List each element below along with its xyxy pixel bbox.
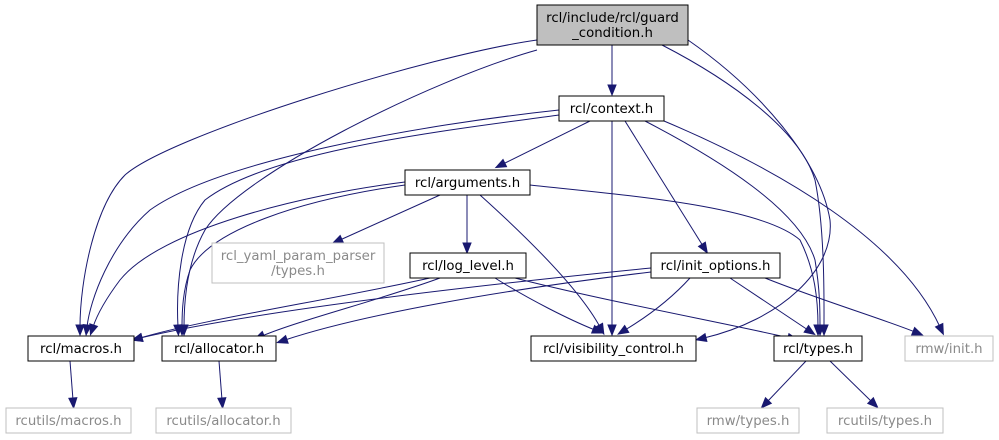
node-label: rcl_yaml_param_parser [221,249,376,264]
node-label: rcutils/macros.h [15,414,121,429]
edge-context-to-rmw-init [663,120,944,336]
edge-log-level-to-types [514,277,800,343]
node-label: _condition.h [571,26,653,41]
edge-context-to-macros [82,109,560,337]
node-label: rcutils/types.h [838,414,932,429]
edge-log-level-to-visibility [494,277,604,334]
node-context[interactable]: rcl/context.h [558,95,665,122]
edge-guard-condition-to-context [607,45,617,97]
node-label: rcl/allocator.h [174,342,264,357]
edge-arguments-to-log-level [462,195,472,255]
edge-guard-condition-to-visibility [687,39,831,343]
node-label: rcl/macros.h [40,342,122,357]
node-rcutils-types: rcutils/types.h [826,407,944,434]
node-rcutils-macros: rcutils/macros.h [5,407,132,434]
edge-types-to-rcutils-types [829,360,879,409]
node-label: rcl/init_options.h [661,259,771,274]
node-allocator[interactable]: rcl/allocator.h [161,335,277,362]
edge-init-options-to-types [729,277,816,336]
node-label: rcl/types.h [783,342,853,357]
node-label: rmw/types.h [707,414,790,429]
node-macros[interactable]: rcl/macros.h [27,335,135,362]
edge-guard-condition-to-macros [75,39,538,337]
edge-init-options-to-macros [130,267,652,343]
node-rcutils-allocator: rcutils/allocator.h [155,407,292,434]
node-init-options[interactable]: rcl/init_options.h [650,252,781,279]
node-label: rcl/visibility_control.h [543,342,684,357]
edge-arguments-to-yaml-types [331,194,441,244]
edge-types-to-rmw-types [760,360,807,409]
node-label: rcl/context.h [570,102,653,117]
node-yaml-types: rcl_yaml_param_parser/types.h [211,242,385,284]
edge-init-options-to-visibility [616,277,691,335]
node-log-level[interactable]: rcl/log_level.h [409,252,527,279]
nodes-layer: rcl/include/rcl/guard_condition.h rcl/con… [5,4,994,434]
node-label: /types.h [271,264,325,279]
node-label: rcl/log_level.h [422,259,514,274]
node-label: rcl/include/rcl/guard [546,11,679,26]
edge-arguments-to-types [529,184,823,337]
edge-init-options-to-allocator [276,271,652,344]
edge-init-options-to-rmw-init [764,277,924,336]
edge-macros-to-rcutils-macros [68,360,78,410]
edges-layer [68,39,944,410]
edge-guard-condition-to-types [661,44,829,337]
edge-context-to-init-options [624,120,708,254]
node-label: rcutils/allocator.h [166,414,280,429]
node-visibility[interactable]: rcl/visibility_control.h [530,335,697,362]
edge-arguments-to-macros [89,181,406,336]
node-rmw-types: rmw/types.h [696,407,800,434]
node-guard-condition[interactable]: rcl/include/rcl/guard_condition.h [536,4,689,46]
edge-allocator-to-rcutils-allocator [217,360,227,410]
node-label: rcl/arguments.h [415,176,520,191]
node-types[interactable]: rcl/types.h [773,335,863,362]
node-rmw-init: rmw/init.h [904,335,994,362]
node-label: rmw/init.h [915,342,982,357]
edge-context-to-visibility [607,121,617,337]
node-arguments[interactable]: rcl/arguments.h [404,169,531,196]
edge-context-to-arguments [494,120,591,169]
